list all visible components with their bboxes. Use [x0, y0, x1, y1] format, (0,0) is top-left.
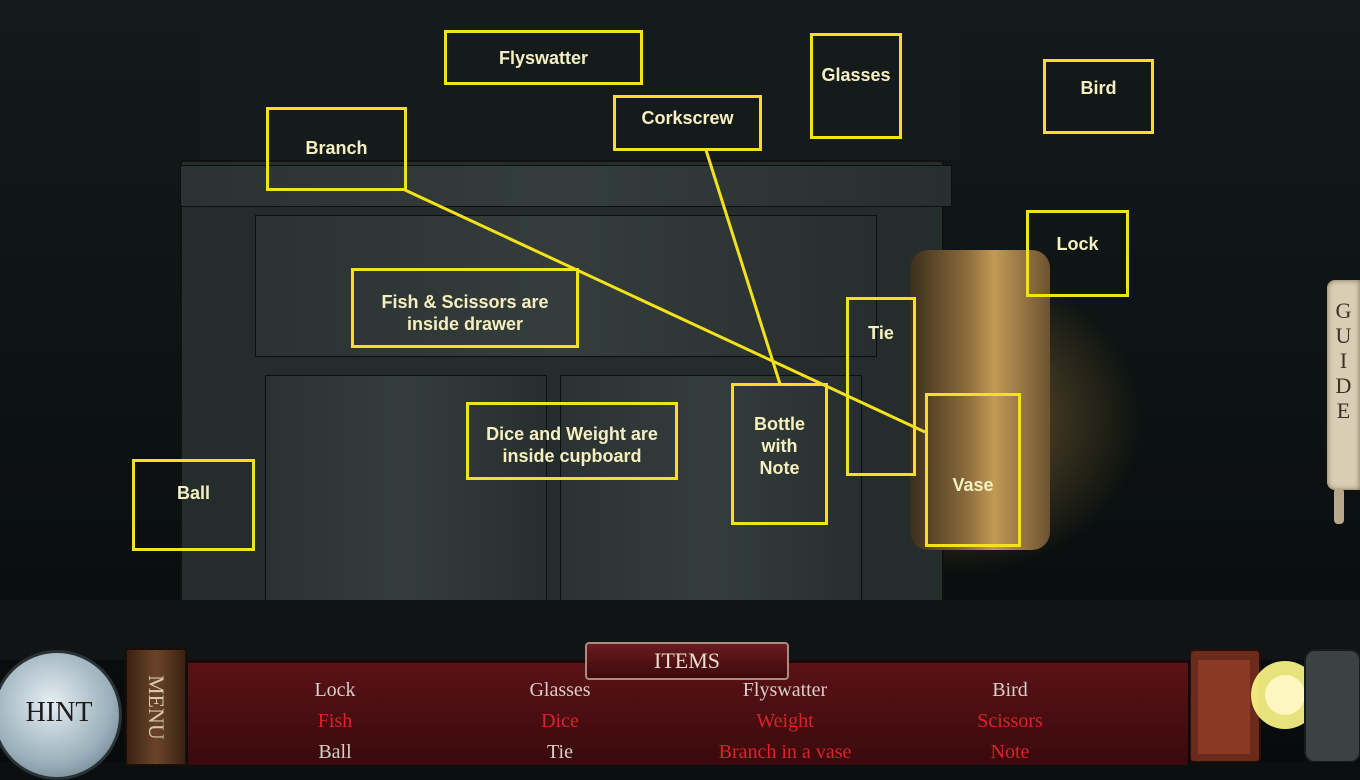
lamp-bulb	[1265, 675, 1305, 715]
menu-button[interactable]: MENU	[125, 648, 187, 766]
item-0-3: Bird	[992, 679, 1028, 701]
corkscrew-annotation: Corkscrew	[613, 95, 762, 151]
guide-letter: G	[1335, 298, 1352, 323]
hint-button[interactable]: HINT	[0, 650, 122, 780]
bird-label: Bird	[1080, 78, 1117, 98]
barrel[interactable]	[910, 250, 1050, 550]
lock-label: Lock	[1056, 234, 1099, 254]
bottle-label-line1: Bottle	[754, 414, 805, 434]
guide-letter: D	[1335, 373, 1352, 398]
cabinet-shelf	[180, 165, 952, 207]
ball-label: Ball	[176, 483, 210, 503]
menu-label: MENU	[144, 674, 169, 740]
item-2-1: Tie	[547, 741, 573, 763]
bottle-label-line3: Note	[759, 458, 800, 478]
item-0-0: Lock	[314, 679, 356, 701]
game-scene[interactable]	[0, 0, 1360, 762]
item-1-2: Weight	[756, 710, 814, 732]
lamp-journal-icon[interactable]	[1190, 630, 1360, 762]
dice-weight-label-line2: inside cupboard	[502, 446, 642, 466]
annotation-lines	[404, 149, 926, 434]
cabinet-door-right[interactable]	[560, 375, 862, 627]
cabinet-drawer[interactable]	[255, 215, 877, 357]
branch-label: Branch	[305, 138, 368, 158]
journal-cover	[1198, 660, 1250, 754]
item-1-1: Dice	[541, 710, 579, 732]
item-2-2: Branch in a vase	[718, 741, 852, 763]
vase-annotation: Vase	[925, 393, 1021, 547]
bottle-label-line2: with	[761, 436, 798, 456]
hint-label: HINT	[25, 697, 93, 728]
guide-letter: I	[1339, 348, 1348, 373]
fish-scissors-label-line2: inside drawer	[406, 314, 524, 334]
flyswatter-label: Flyswatter	[498, 48, 589, 68]
glasses-annotation: Glasses	[810, 33, 902, 139]
fish-scissors-label-line1: Fish & Scissors are	[381, 292, 549, 312]
guide-pin-icon	[1334, 488, 1344, 524]
vase-label: Vase	[952, 475, 994, 495]
corkscrew-leader-line	[704, 149, 782, 385]
corkscrew-label: Corkscrew	[641, 108, 734, 128]
tie-annotation: Tie	[846, 297, 916, 476]
item-0-1: Glasses	[529, 679, 591, 701]
fish-scissors-annotation: Fish & Scissors are inside drawer	[351, 268, 579, 348]
items-title: ITEMS	[585, 642, 789, 680]
guide-letter: E	[1336, 398, 1351, 423]
dice-weight-label-line1: Dice and Weight are	[486, 424, 658, 444]
dice-weight-annotation: Dice and Weight are inside cupboard	[466, 402, 678, 480]
lamp-body	[1304, 649, 1360, 762]
bottle-note-annotation: Bottle with Note	[731, 383, 828, 525]
branch-leader-line	[404, 188, 926, 434]
guide-letter: U	[1335, 323, 1352, 348]
flyswatter-annotation: Flyswatter	[444, 30, 643, 85]
upper-shelf-shadow	[200, 0, 960, 160]
item-2-0: Ball	[318, 741, 352, 763]
item-1-3: Scissors	[977, 710, 1043, 732]
item-0-2: Flyswatter	[742, 679, 828, 701]
tie-label: Tie	[868, 323, 894, 343]
lock-annotation: Lock	[1026, 210, 1129, 297]
branch-annotation: Branch	[266, 107, 407, 191]
guide-tab[interactable]: G U I D E	[1327, 280, 1360, 490]
glasses-label: Glasses	[821, 65, 891, 85]
ball-annotation: Ball	[132, 459, 255, 551]
item-2-3: Note	[990, 741, 1030, 763]
item-1-0: Fish	[317, 710, 353, 732]
bird-annotation: Bird	[1043, 59, 1154, 134]
cabinet-door-left[interactable]	[265, 375, 547, 627]
